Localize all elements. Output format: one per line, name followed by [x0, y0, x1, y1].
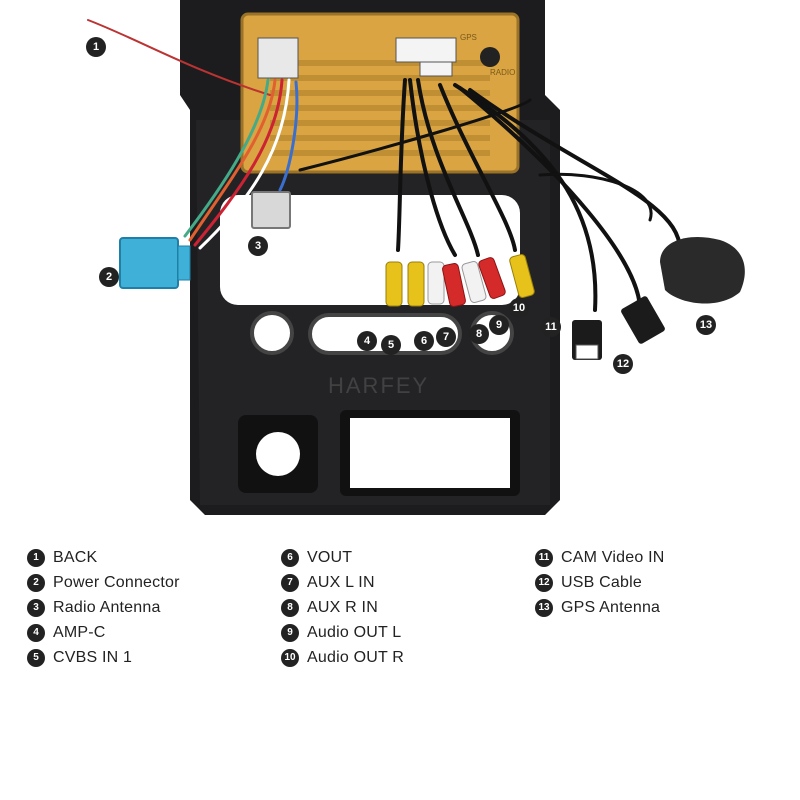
legend-label: Audio OUT L: [307, 623, 402, 641]
radio-port-label: RADIO: [490, 68, 515, 77]
legend-label: USB Cable: [561, 573, 642, 591]
legend-item: 2 Power Connector: [27, 570, 180, 595]
legend-number-badge: 7: [281, 573, 299, 592]
legend-number-badge: 8: [281, 598, 299, 617]
legend-label: Power Connector: [53, 573, 180, 591]
legend-label: CVBS IN 1: [53, 648, 133, 666]
legend-item: 9 Audio OUT L: [281, 620, 404, 645]
callout-1: 1: [86, 37, 106, 57]
power-connector: [119, 237, 191, 289]
legend-item: 3 Radio Antenna: [27, 595, 180, 620]
callout-6: 6: [414, 331, 434, 351]
gps-port-label: GPS: [460, 33, 477, 42]
callout-4: 4: [357, 331, 377, 351]
legend-number-badge: 2: [27, 573, 45, 592]
legend-number-badge: 3: [27, 598, 45, 617]
legend-number-badge: 10: [281, 648, 299, 667]
legend-number-badge: 4: [27, 623, 45, 642]
callout-5: 5: [381, 335, 401, 355]
legend-label: AMP-C: [53, 623, 106, 641]
legend-column-3: 11 CAM Video IN 12 USB Cable 13 GPS Antenna: [535, 545, 664, 620]
legend-label: AUX R IN: [307, 598, 378, 616]
callout-13: 13: [696, 315, 716, 335]
brand-watermark: HARFEY: [328, 373, 429, 398]
callout-10: 10: [509, 298, 529, 318]
legend-number-badge: 13: [535, 598, 553, 617]
legend-number-badge: 1: [27, 548, 45, 567]
legend-number-badge: 6: [281, 548, 299, 567]
usb-plugs: [572, 296, 665, 360]
legend-item: 13 GPS Antenna: [535, 595, 664, 620]
legend-number-badge: 9: [281, 623, 299, 642]
legend-column-2: 6 VOUT 7 AUX L IN 8 AUX R IN 9 Audio OUT L 1…: [281, 545, 404, 670]
legend-item: 10 Audio OUT R: [281, 645, 404, 670]
callout-11: 11: [541, 317, 561, 337]
rca-plugs: [385, 254, 535, 307]
legend-label: CAM Video IN: [561, 548, 665, 566]
legend-item: 1 BACK: [27, 545, 180, 570]
radio-antenna-connector: [251, 191, 291, 229]
callout-2: 2: [99, 267, 119, 287]
head-unit: GPS RADIO: [240, 12, 520, 174]
legend-label: BACK: [53, 548, 98, 566]
gps-antenna: [660, 236, 745, 304]
legend-label: VOUT: [307, 548, 353, 566]
legend-number-badge: 5: [27, 648, 45, 667]
callout-12: 12: [613, 354, 633, 374]
legend-item: 5 CVBS IN 1: [27, 645, 180, 670]
callout-8: 8: [469, 324, 489, 344]
legend-number-badge: 11: [535, 548, 553, 567]
callout-7: 7: [436, 327, 456, 347]
legend-label: AUX L IN: [307, 573, 375, 591]
cable-bundle: [87, 19, 682, 312]
product-photo: GPS RADIO: [87, 0, 745, 515]
legend-item: 12 USB Cable: [535, 570, 664, 595]
callout-3: 3: [248, 236, 268, 256]
legend-label: Audio OUT R: [307, 648, 405, 666]
legend-item: 7 AUX L IN: [281, 570, 404, 595]
legend-item: 6 VOUT: [281, 545, 404, 570]
legend-label: Radio Antenna: [53, 598, 161, 616]
legend-number-badge: 12: [535, 573, 553, 592]
legend-item: 4 AMP-C: [27, 620, 180, 645]
legend-label: GPS Antenna: [561, 598, 661, 616]
callout-9: 9: [489, 315, 509, 335]
legend-item: 8 AUX R IN: [281, 595, 404, 620]
legend-item: 11 CAM Video IN: [535, 545, 664, 570]
